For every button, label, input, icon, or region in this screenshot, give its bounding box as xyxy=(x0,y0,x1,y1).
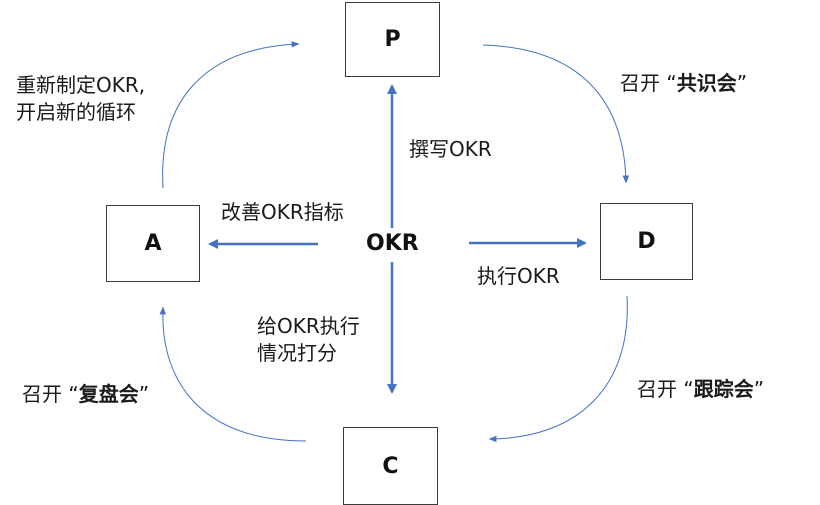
label-tracking: 召开 “跟踪会” xyxy=(637,376,764,403)
node-p-label: P xyxy=(384,27,401,52)
label-restart-line2: 开启新的循环 xyxy=(16,100,136,124)
label-score-line1: 给OKR执行 xyxy=(257,314,360,338)
label-review-bold: 复盘会 xyxy=(78,382,139,406)
label-tracking-prefix: 召开 “ xyxy=(637,377,694,401)
cycle-arrow-c-to-a xyxy=(159,306,307,442)
label-consensus-bold: 共识会 xyxy=(676,71,737,95)
label-execute: 执行OKR xyxy=(477,264,560,288)
node-a-label: A xyxy=(144,231,162,256)
node-a: A xyxy=(106,205,200,282)
label-write: 撰写OKR xyxy=(409,137,492,161)
label-review: 召开 “复盘会” xyxy=(22,381,149,408)
label-score: 给OKR执行 情况打分 xyxy=(257,313,360,367)
label-score-line2: 情况打分 xyxy=(257,341,337,365)
label-review-prefix: 召开 “ xyxy=(22,382,79,406)
node-c-label: C xyxy=(382,453,399,479)
label-consensus-suffix: ” xyxy=(736,71,748,95)
cycle-arrow-a-to-p xyxy=(162,41,300,189)
cycle-arrow-p-to-d xyxy=(482,44,630,184)
label-restart: 重新制定OKR, 开启新的循环 xyxy=(16,72,145,126)
label-review-suffix: ” xyxy=(138,382,150,406)
node-d-label: D xyxy=(637,229,656,254)
label-restart-line1: 重新制定OKR, xyxy=(16,73,146,97)
label-tracking-bold: 跟踪会 xyxy=(693,377,754,401)
cycle-arrow-d-to-c xyxy=(488,295,628,443)
label-consensus: 召开 “共识会” xyxy=(620,70,747,97)
label-improve: 改善OKR指标 xyxy=(221,200,344,224)
center-okr: OKR xyxy=(366,231,419,256)
label-tracking-suffix: ” xyxy=(753,377,765,401)
node-c: C xyxy=(343,427,438,505)
node-p: P xyxy=(345,2,440,77)
label-consensus-prefix: 召开 “ xyxy=(620,71,677,95)
node-d: D xyxy=(600,203,693,280)
